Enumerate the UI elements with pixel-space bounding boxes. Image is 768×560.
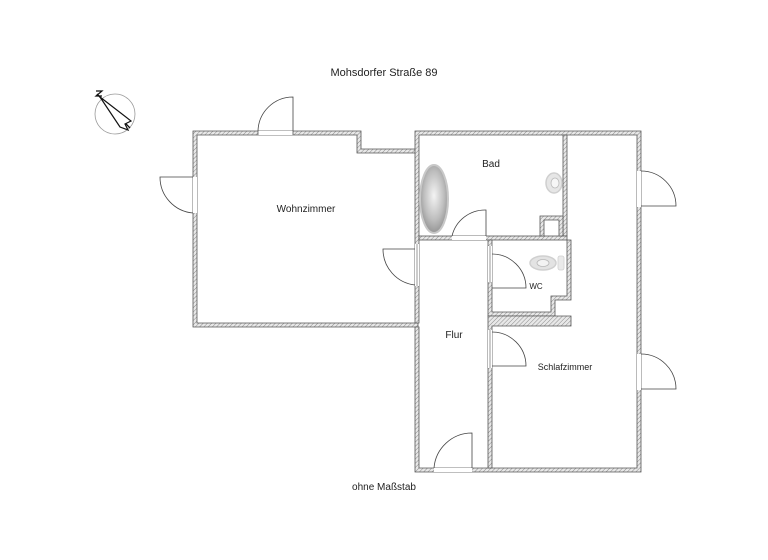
door-wc — [491, 253, 527, 289]
scale-note: ohne Maßstab — [352, 482, 416, 493]
sink-icon — [545, 172, 563, 194]
doors — [159, 96, 677, 469]
door-schlafzimmer-east-2 — [640, 353, 677, 390]
door-schlafzimmer-east-1 — [640, 170, 677, 207]
room-label-wc: WC — [529, 282, 543, 291]
room-label-schlafzimmer: Schlafzimmer — [538, 362, 593, 372]
door-bad — [451, 209, 487, 237]
north-arrow-icon — [94, 90, 136, 135]
door-wohnzimmer-left — [159, 176, 194, 214]
east-wing-walls — [414, 130, 642, 473]
toilet-icon — [529, 255, 565, 271]
door-flur-entry — [433, 432, 473, 469]
bathtub-icon — [419, 164, 449, 234]
interior-walls — [418, 134, 572, 472]
room-label-wohnzimmer: Wohnzimmer — [277, 204, 336, 215]
room-label-bad: Bad — [482, 159, 500, 170]
door-wohnzimmer-top — [257, 96, 294, 132]
door-wohnzimmer-flur — [382, 248, 416, 286]
room-label-flur: Flur — [445, 330, 463, 341]
wohnzimmer-walls — [192, 130, 419, 328]
address-title: Mohsdorfer Straße 89 — [330, 67, 438, 79]
door-schlafzimmer — [491, 331, 527, 367]
